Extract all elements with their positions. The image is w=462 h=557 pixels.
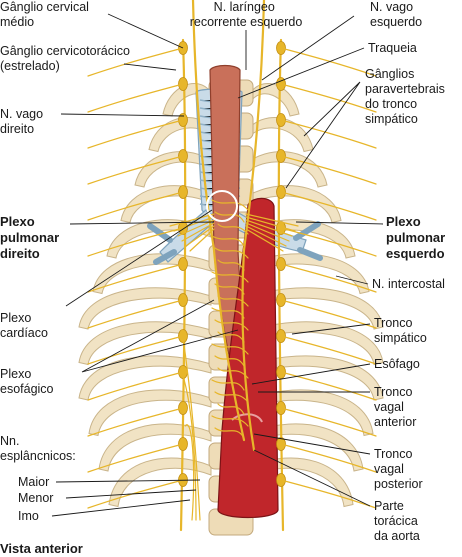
label-esophageal-plexus: Plexo esofágico	[0, 367, 54, 396]
label-splanchnic-nerves: Nn. esplâncnicos:	[0, 434, 76, 463]
label-splanchnic-minor: Menor	[18, 491, 53, 505]
label-cardiac-plexus: Plexo cardíaco	[0, 311, 48, 340]
label-posterior-vagal-trunk: Tronco vagal posterior	[374, 447, 423, 491]
aorta-shape	[217, 197, 279, 519]
rib	[78, 355, 212, 401]
leader-lines	[51, 13, 384, 517]
label-view: Vista anterior	[0, 541, 83, 556]
label-anterior-vagal-trunk: Tronco vagal anterior	[374, 385, 416, 429]
label-intercostal-nerve: N. intercostal	[372, 277, 445, 291]
label-thoracic-aorta: Parte torácica da aorta	[374, 499, 421, 543]
labels: Gânglio cervical médio Gânglio cervicoto…	[0, 0, 449, 556]
anatomy-illustration	[78, 0, 384, 536]
label-cervical-ganglion: Gânglio cervical médio	[0, 0, 92, 29]
label-right-vagus: N. vago direito	[0, 107, 47, 136]
rib	[98, 423, 212, 472]
rib	[88, 389, 212, 437]
rib	[108, 457, 212, 508]
nerve-network	[87, 0, 377, 532]
cardiac-plexus-marker	[206, 190, 238, 222]
label-splanchnic-imo: Imo	[18, 509, 39, 523]
rib	[250, 117, 314, 153]
label-left-pulmonary-plexus: Plexo pulmonar esquerdo	[386, 214, 449, 261]
label-esophagus: Esôfago	[374, 357, 420, 371]
label-sympathetic-trunk: Tronco simpático	[374, 316, 427, 345]
rib	[78, 287, 212, 330]
rib	[250, 423, 364, 472]
label-trachea: Traqueia	[368, 41, 417, 55]
label-splanchnic-major: Maior	[18, 475, 49, 489]
label-left-vagus: N. vago esquerdo	[370, 0, 422, 29]
label-right-pulmonary-plexus: Plexo pulmonar direito	[0, 214, 63, 261]
label-cervicothoracic-ganglion: Gânglio cervicotorácico (estrelado)	[0, 44, 133, 73]
rib	[250, 389, 374, 437]
label-left-recurrent-laryngeal: N. laríngeo recorrente esquerdo	[190, 0, 303, 29]
label-paravertebral-ganglia: Gânglios paravertebrais do tronco simpát…	[365, 67, 448, 126]
rib	[148, 117, 212, 153]
rib	[250, 151, 328, 188]
